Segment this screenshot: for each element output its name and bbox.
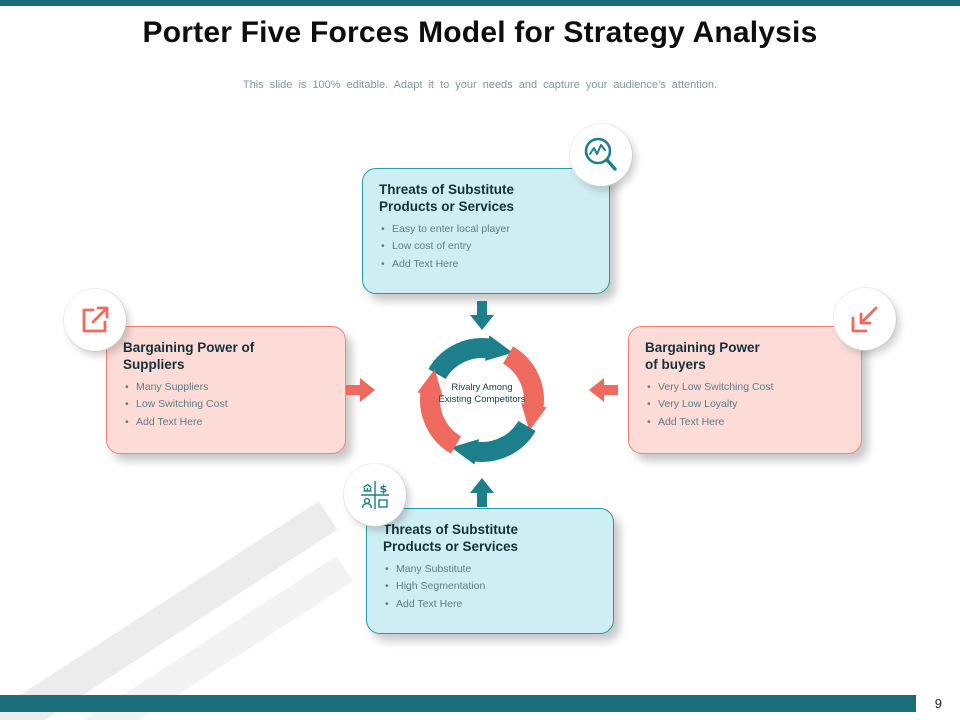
force-card-title: Bargaining Power of Suppliers (123, 340, 255, 372)
force-card-title: Threats of Substitute Products or Servic… (379, 182, 515, 214)
share-arrow-glyph (82, 306, 109, 333)
receive-arrow-icon (834, 288, 896, 350)
bullet-item: Low Switching Cost (123, 397, 329, 412)
bullet-item: Easy to enter local player (379, 222, 593, 237)
bullet-item: Add Text Here (123, 415, 329, 430)
bottom-accent-bar (0, 695, 916, 712)
bullet-item: Very Low Loyalty (645, 397, 845, 412)
bullet-item: Low cost of entry (379, 239, 593, 254)
chart-magnifier-glyph (584, 137, 617, 171)
bullet-item: Many Suppliers (123, 380, 329, 395)
rivalry-center-label: Rivalry Among Existing Competitors (438, 382, 526, 405)
force-card-title: Threats of Substitute Products or Servic… (383, 522, 519, 554)
share-arrow-icon (64, 289, 126, 351)
force-card-title: Bargaining Power of buyers (645, 340, 760, 372)
force-card-top: Threats of Substitute Products or Servic… (362, 168, 610, 294)
arrow-down-connector (470, 301, 494, 330)
rivalry-cycle-graphic (417, 335, 547, 465)
slide-title: Porter Five Forces Model for Strategy An… (142, 16, 818, 49)
receive-arrow-glyph (851, 306, 878, 333)
bullet-item: Add Text Here (383, 597, 597, 612)
bullet-item: Many Substitute (383, 562, 597, 577)
arrow-up-connector (470, 478, 494, 507)
top-accent-bar (0, 0, 960, 6)
arrow-left-connector (589, 378, 618, 402)
arrow-right-connector (346, 378, 375, 402)
market-segmentation-glyph: $ (361, 481, 389, 509)
bullet-item: Add Text Here (645, 415, 845, 430)
bullet-item: Very Low Switching Cost (645, 380, 845, 395)
force-bullet-list: Many Suppliers Low Switching Cost Add Te… (123, 380, 329, 430)
bullet-item: Add Text Here (379, 257, 593, 272)
force-bullet-list: Very Low Switching Cost Very Low Loyalty… (645, 380, 845, 430)
force-bullet-list: Easy to enter local player Low cost of e… (379, 222, 593, 272)
market-segmentation-icon: $ (344, 464, 406, 526)
force-card-right: Bargaining Power of buyers Very Low Swit… (628, 326, 862, 454)
svg-text:$: $ (380, 483, 388, 496)
force-card-left: Bargaining Power of Suppliers Many Suppl… (106, 326, 346, 454)
bullet-item: High Segmentation (383, 579, 597, 594)
chart-magnifier-icon (570, 124, 632, 186)
slide-subtitle: This slide is 100% editable. Adapt it to… (242, 79, 718, 91)
force-bullet-list: Many Substitute High Segmentation Add Te… (383, 562, 597, 612)
force-card-bottom: Threats of Substitute Products or Servic… (366, 508, 614, 634)
page-number: 9 (934, 696, 942, 711)
